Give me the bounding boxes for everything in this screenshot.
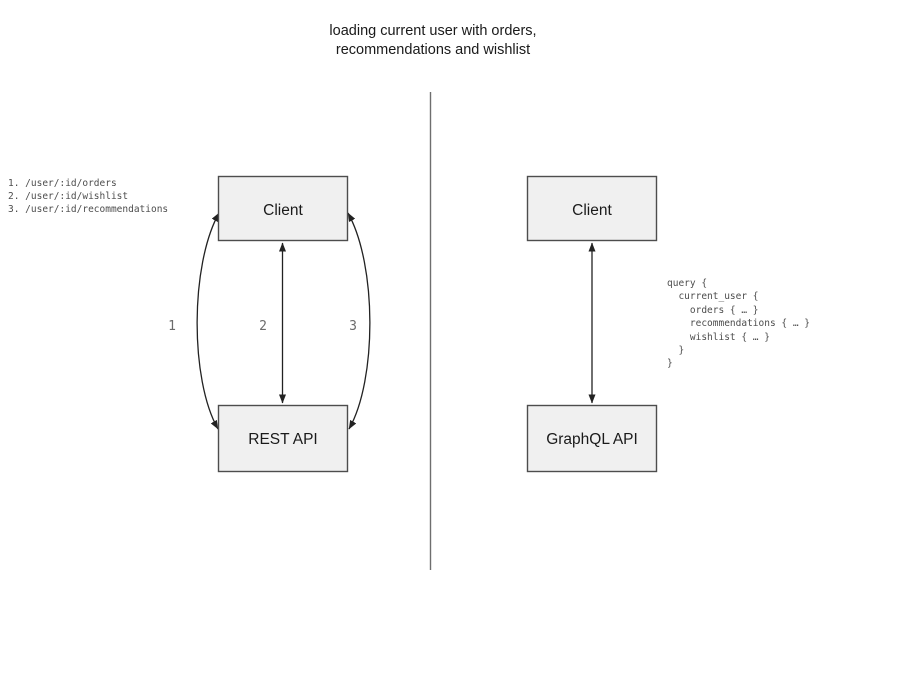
- rest-endpoint-list: 1. /user/:id/orders 2. /user/:id/wishlis…: [8, 178, 169, 215]
- rest-api-node-label: REST API: [248, 431, 318, 448]
- rest-client-node: [217, 175, 349, 242]
- edge-label-3: 3: [349, 319, 357, 334]
- diagram-title: loading current user with orders, recomm…: [329, 22, 536, 60]
- diagram-title-line2: recommendations and wishlist: [335, 42, 531, 58]
- graphql-api-node: [526, 404, 658, 473]
- graphql-client-node: [526, 175, 658, 242]
- rest-edge-orders-arrow: [196, 212, 220, 430]
- graphql-api-node-label: GraphQL API: [546, 431, 638, 448]
- edge-label-1: 1: [168, 319, 176, 334]
- edge-label-2: 2: [259, 319, 267, 334]
- rest-client-node-label: Client: [263, 202, 303, 219]
- diagram-title-line1: loading current user with orders,: [329, 23, 537, 39]
- rest-api-node: [217, 404, 349, 473]
- graphql-client-node-label: Client: [572, 202, 612, 219]
- graphql-query-snippet: query { current_user { orders { … } reco…: [667, 278, 810, 370]
- rest-edge-recommendations-arrow: [347, 212, 371, 430]
